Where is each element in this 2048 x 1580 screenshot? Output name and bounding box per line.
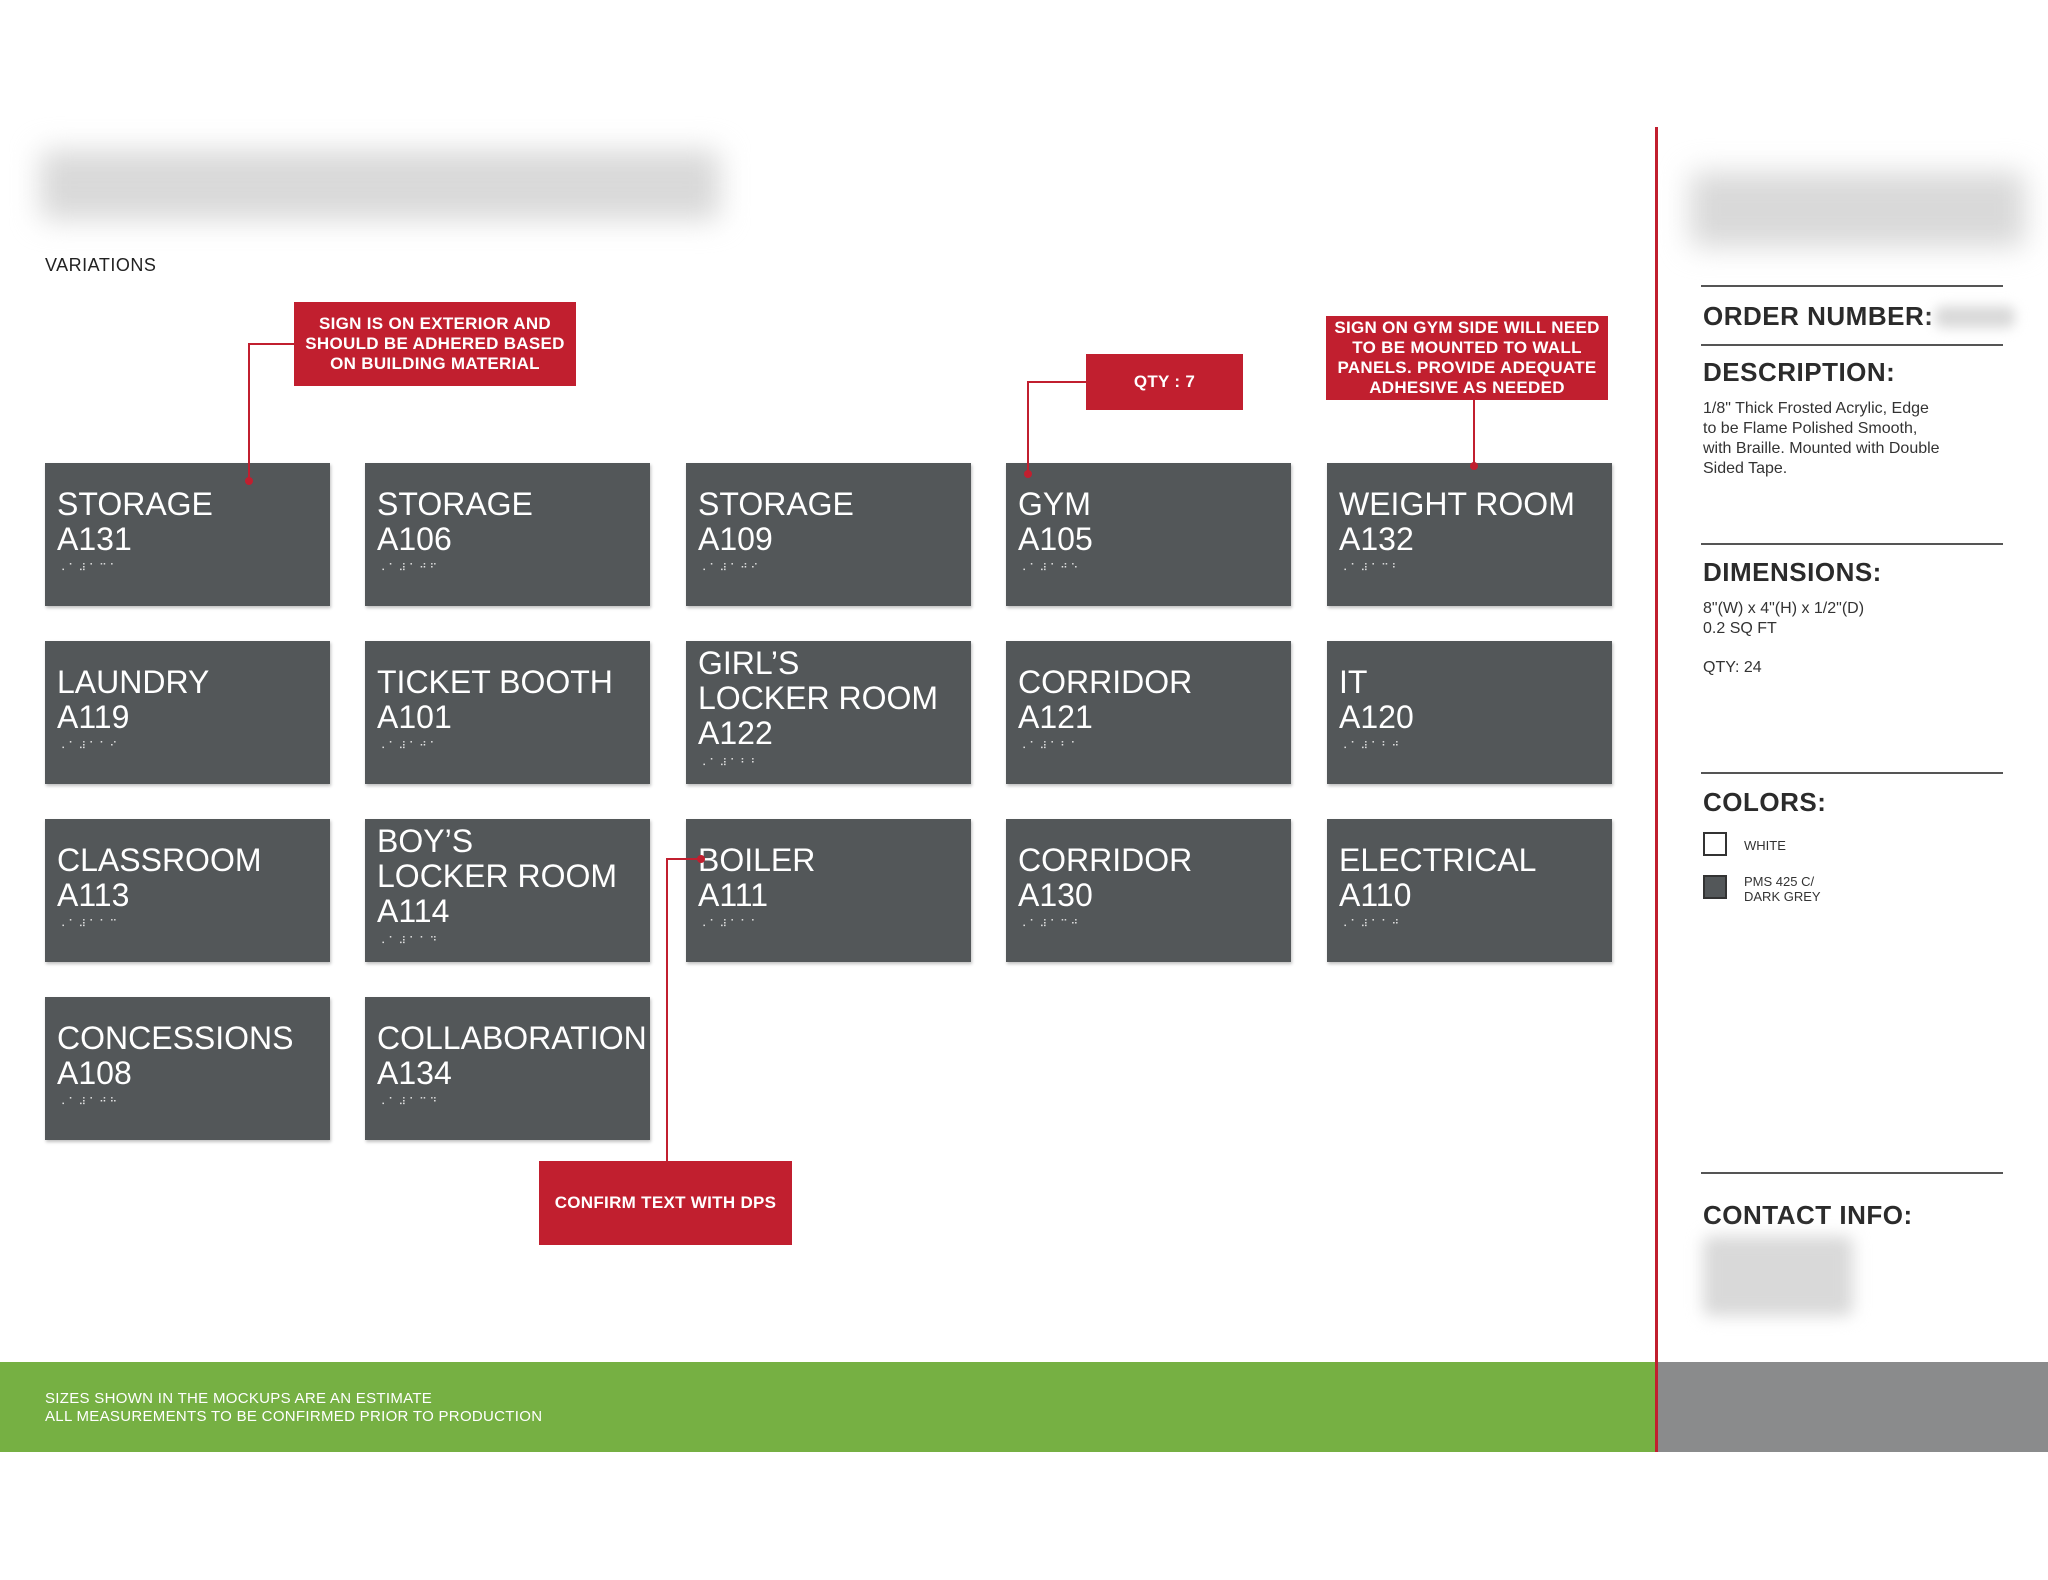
sign-corridor-a130[interactable]: CORRIDOR A130 ⠠⠁⠼⠁⠉⠚ xyxy=(1006,819,1291,962)
braille-text: ⠠⠁⠼⠁⠚⠊ xyxy=(699,563,761,574)
blurred-contact-info xyxy=(1703,1236,1853,1316)
braille-text: ⠠⠁⠼⠁⠁⠉ xyxy=(58,919,120,930)
note-gym-side: SIGN ON GYM SIDE WILL NEED TO BE MOUNTED… xyxy=(1326,316,1608,400)
braille-text: ⠠⠁⠼⠁⠚⠑ xyxy=(1019,563,1081,574)
sign-text: BOY’S LOCKER ROOM A114 xyxy=(377,823,618,929)
braille-text: ⠠⠁⠼⠁⠃⠁ xyxy=(1019,741,1081,752)
sign-text: BOILER A111 xyxy=(698,842,816,913)
sign-text: CORRIDOR A121 xyxy=(1018,664,1193,735)
divider xyxy=(1701,543,2003,545)
leader-line xyxy=(1473,400,1475,467)
braille-text: ⠠⠁⠼⠁⠉⠚ xyxy=(1019,919,1081,930)
sign-weight-room-a132[interactable]: WEIGHT ROOM A132 ⠠⠁⠼⠁⠉⠃ xyxy=(1327,463,1612,606)
braille-text: ⠠⠁⠼⠁⠉⠙ xyxy=(378,1097,440,1108)
note-qty: QTY : 7 xyxy=(1086,354,1243,410)
sign-text: TICKET BOOTH A101 xyxy=(377,664,613,735)
sign-storage-a106[interactable]: STORAGE A106 ⠠⠁⠼⠁⠚⠋ xyxy=(365,463,650,606)
braille-text: ⠠⠁⠼⠁⠉⠁ xyxy=(58,563,120,574)
footer-disclaimer: SIZES SHOWN IN THE MOCKUPS ARE AN ESTIMA… xyxy=(45,1390,543,1425)
divider xyxy=(1701,1172,2003,1174)
sign-text: STORAGE A131 xyxy=(57,486,213,557)
sign-laundry-a119[interactable]: LAUNDRY A119 ⠠⠁⠼⠁⠁⠊ xyxy=(45,641,330,784)
sign-it-a120[interactable]: IT A120 ⠠⠁⠼⠁⠃⠚ xyxy=(1327,641,1612,784)
dimensions-text: 8"(W) x 4"(H) x 1/2"(D) 0.2 SQ FT xyxy=(1703,600,1865,637)
sign-text: GIRL’S LOCKER ROOM A122 xyxy=(698,645,939,751)
leader-arrow xyxy=(1024,470,1032,478)
sign-concessions-a108[interactable]: CONCESSIONS A108 ⠠⠁⠼⠁⠚⠓ xyxy=(45,997,330,1140)
leader-arrow xyxy=(697,855,705,863)
sign-girls-locker-room-a122[interactable]: GIRL’S LOCKER ROOM A122 ⠠⠁⠼⠁⠃⠃ xyxy=(686,641,971,784)
sign-text: CORRIDOR A130 xyxy=(1018,842,1193,913)
divider xyxy=(1701,344,2003,346)
leader-arrow xyxy=(245,477,253,485)
leader-line xyxy=(666,858,701,860)
sign-text: STORAGE A109 xyxy=(698,486,854,557)
sign-ticket-booth-a101[interactable]: TICKET BOOTH A101 ⠠⠁⠼⠁⠚⠁ xyxy=(365,641,650,784)
blurred-header xyxy=(40,150,720,220)
divider xyxy=(1701,772,2003,774)
description-label: DESCRIPTION: xyxy=(1703,357,1896,387)
swatch-label: PMS 425 C/ DARK GREY xyxy=(1744,874,1821,904)
sign-text: COLLABORATION A134 xyxy=(377,1020,647,1091)
blurred-logo xyxy=(1690,172,2025,247)
sign-text: IT A120 xyxy=(1339,664,1414,735)
braille-text: ⠠⠁⠼⠁⠚⠋ xyxy=(378,563,440,574)
braille-text: ⠠⠁⠼⠁⠁⠊ xyxy=(58,741,120,752)
sign-storage-a131[interactable]: STORAGE A131 ⠠⠁⠼⠁⠉⠁ xyxy=(45,463,330,606)
braille-text: ⠠⠁⠼⠁⠉⠃ xyxy=(1340,563,1402,574)
sign-collaboration-a134[interactable]: COLLABORATION A134 ⠠⠁⠼⠁⠉⠙ xyxy=(365,997,650,1140)
sign-text: ELECTRICAL A110 xyxy=(1339,842,1537,913)
qty-text: QTY: 24 xyxy=(1703,659,1762,676)
contact-info-label: CONTACT INFO: xyxy=(1703,1200,1913,1230)
leader-line xyxy=(666,858,668,1161)
colors-label: COLORS: xyxy=(1703,787,1827,817)
braille-text: ⠠⠁⠼⠁⠚⠓ xyxy=(58,1097,120,1108)
sign-text: STORAGE A106 xyxy=(377,486,533,557)
swatch-dark-grey xyxy=(1703,875,1727,899)
sign-text: GYM A105 xyxy=(1018,486,1093,557)
sign-text: WEIGHT ROOM A132 xyxy=(1339,486,1575,557)
braille-text: ⠠⠁⠼⠁⠁⠚ xyxy=(1340,919,1402,930)
sign-storage-a109[interactable]: STORAGE A109 ⠠⠁⠼⠁⠚⠊ xyxy=(686,463,971,606)
swatch-white xyxy=(1703,832,1727,856)
sign-corridor-a121[interactable]: CORRIDOR A121 ⠠⠁⠼⠁⠃⠁ xyxy=(1006,641,1291,784)
note-confirm: CONFIRM TEXT WITH DPS xyxy=(539,1161,792,1245)
blurred-order-number xyxy=(1935,306,2015,328)
sign-text: LAUNDRY A119 xyxy=(57,664,210,735)
description-text: 1/8" Thick Frosted Acrylic, Edge to be F… xyxy=(1703,400,1940,477)
leader-line xyxy=(248,343,294,345)
leader-line xyxy=(1027,381,1086,383)
note-exterior: SIGN IS ON EXTERIOR AND SHOULD BE ADHERE… xyxy=(294,302,576,386)
braille-text: ⠠⠁⠼⠁⠁⠙ xyxy=(378,936,440,947)
sign-gym-a105[interactable]: GYM A105 ⠠⠁⠼⠁⠚⠑ xyxy=(1006,463,1291,606)
footer-bar-grey xyxy=(1658,1362,2048,1452)
section-label: VARIATIONS xyxy=(45,255,157,275)
divider xyxy=(1701,285,2003,287)
panel-divider xyxy=(1655,127,1658,1452)
braille-text: ⠠⠁⠼⠁⠃⠚ xyxy=(1340,741,1402,752)
leader-arrow xyxy=(1470,462,1478,470)
braille-text: ⠠⠁⠼⠁⠁⠁ xyxy=(699,919,761,930)
sign-classroom-a113[interactable]: CLASSROOM A113 ⠠⠁⠼⠁⠁⠉ xyxy=(45,819,330,962)
dimensions-label: DIMENSIONS: xyxy=(1703,557,1882,587)
sign-electrical-a110[interactable]: ELECTRICAL A110 ⠠⠁⠼⠁⠁⠚ xyxy=(1327,819,1612,962)
swatch-label: WHITE xyxy=(1744,838,1786,853)
sign-boiler-a111[interactable]: BOILER A111 ⠠⠁⠼⠁⠁⠁ xyxy=(686,819,971,962)
leader-line xyxy=(248,343,250,483)
braille-text: ⠠⠁⠼⠁⠃⠃ xyxy=(699,758,761,769)
sign-text: CLASSROOM A113 xyxy=(57,842,262,913)
order-number-label: ORDER NUMBER: xyxy=(1703,301,1934,331)
braille-text: ⠠⠁⠼⠁⠚⠁ xyxy=(378,741,440,752)
leader-line xyxy=(1027,381,1029,476)
sign-boys-locker-room-a114[interactable]: BOY’S LOCKER ROOM A114 ⠠⠁⠼⠁⠁⠙ xyxy=(365,819,650,962)
footer-bar xyxy=(0,1362,1655,1452)
sign-text: CONCESSIONS A108 xyxy=(57,1020,294,1091)
